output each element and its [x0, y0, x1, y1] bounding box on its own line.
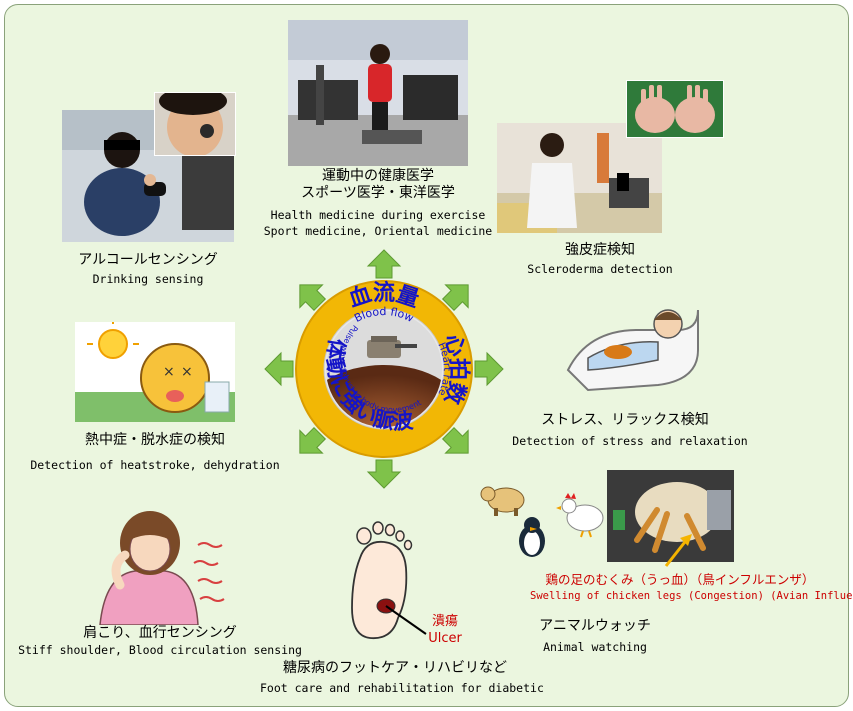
ulcer-label-en: Ulcer: [428, 631, 462, 646]
heatstroke-illustration: × ×: [75, 322, 235, 422]
arrow-up-right-icon: [441, 284, 469, 312]
svg-text:×: ×: [181, 364, 193, 380]
arrow-down-right-icon: [441, 426, 469, 454]
chicken-arrow-icon: [664, 534, 692, 567]
exercise-subtitle-1: Health medicine during exercise: [270, 208, 486, 222]
stress-title: ストレス、リラックス検知: [541, 412, 709, 428]
ulcer-pointer: [385, 605, 427, 635]
relaxing-chair-illustration: [548, 290, 706, 400]
exercise-title-1: 運動中の健康医学: [322, 168, 434, 184]
arrow-down-left-icon: [299, 426, 327, 454]
alcohol-title: アルコールセンシング: [78, 252, 218, 268]
foot-subtitle: Foot care and rehabilitation for diabeti…: [260, 681, 544, 695]
heatstroke-subtitle: Detection of heatstroke, dehydration: [30, 458, 280, 472]
stress-subtitle: Detection of stress and relaxation: [512, 434, 748, 448]
arrow-up-icon: [366, 249, 402, 279]
shoulder-subtitle: Stiff shoulder, Blood circulation sensin…: [18, 643, 302, 657]
arrow-up-left-icon: [299, 284, 327, 312]
heatstroke-title: 熱中症・脱水症の検知: [85, 432, 225, 448]
hub-diagram: 血流量 Blood flow 心拍数 Heart rate 体動に強い脈波 Pu…: [264, 249, 504, 489]
svg-text:×: ×: [163, 364, 175, 380]
ulcer-label-jp: 潰瘍: [431, 614, 458, 629]
hub-top-label-en: Blood flow: [352, 305, 415, 325]
exercise-subtitle-2: Sport medicine, Oriental medicine: [263, 224, 493, 238]
stiff-shoulder-illustration: [80, 505, 230, 625]
radial-arrows: [264, 249, 504, 489]
earlobe-sensor-photo: [154, 92, 236, 156]
scleroderma-photo: [497, 123, 662, 233]
foot-title: 糖尿病のフットケア・リハビリなど: [283, 660, 507, 676]
arrow-left-icon: [264, 351, 294, 387]
chicken-icon: [556, 493, 604, 538]
exercise-title-2: スポーツ医学・東洋医学: [301, 185, 455, 201]
arrow-right-icon: [474, 351, 504, 387]
animal-title: アニマルウォッチ: [539, 618, 651, 634]
hub-right-label-en: Heart rate: [435, 341, 452, 397]
hands-photo: [626, 80, 724, 138]
chicken-legs-label-jp: 鶏の足のむくみ（うっ血）（鳥インフルエンザ）: [545, 572, 815, 587]
penguin-icon: [519, 517, 545, 557]
alcohol-subtitle: Drinking sensing: [92, 272, 204, 286]
shoulder-title: 肩こり、血行センシング: [83, 625, 237, 641]
scleroderma-subtitle: Scleroderma detection: [527, 262, 673, 276]
sensor-on-skin-image: [326, 311, 442, 427]
animal-subtitle: Animal watching: [543, 640, 647, 654]
cow-icon: [480, 486, 525, 516]
chicken-legs-photo: [607, 470, 734, 562]
arrow-down-icon: [366, 459, 402, 489]
chicken-legs-label-en: Swelling of chicken legs (Congestion) (A…: [530, 590, 853, 602]
scleroderma-title: 強皮症検知: [565, 242, 635, 258]
treadmill-photo: [288, 20, 468, 166]
